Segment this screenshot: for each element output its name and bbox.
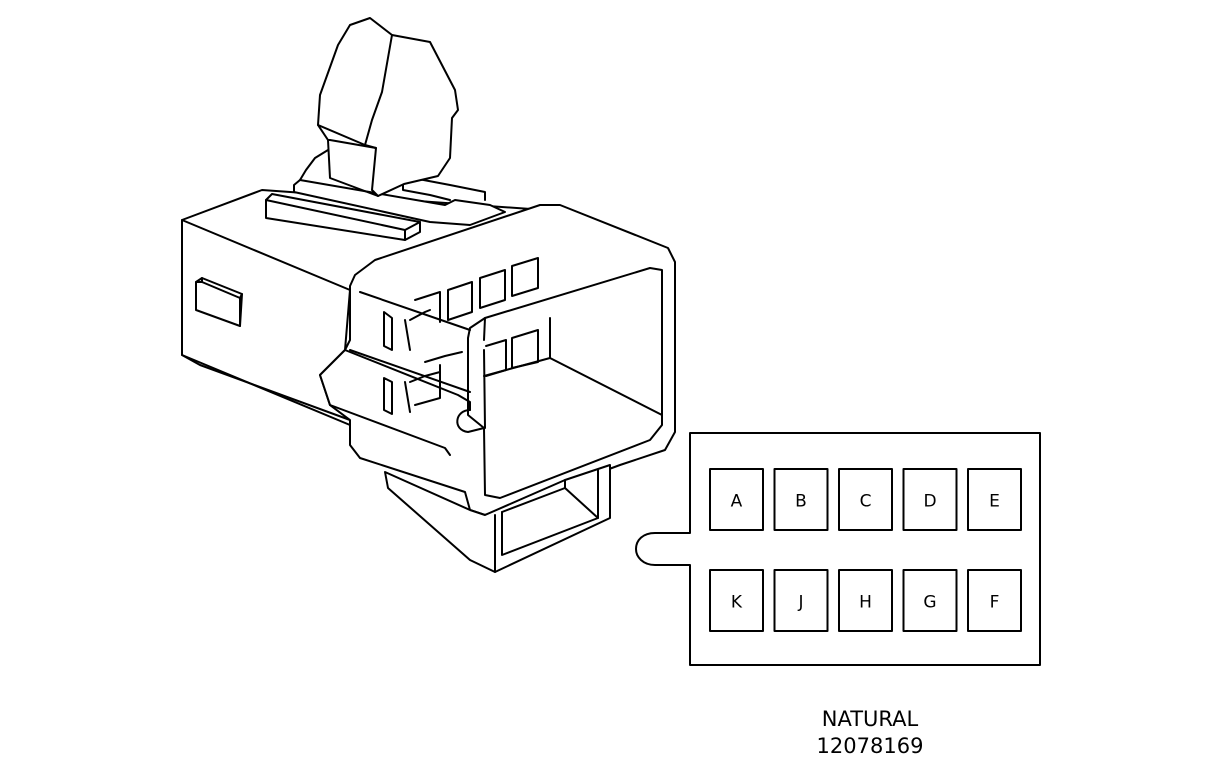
terminal-cavity-h: H bbox=[838, 569, 893, 632]
terminal-label: K bbox=[731, 593, 743, 613]
terminal-label: B bbox=[795, 492, 807, 512]
terminal-cavity-box bbox=[902, 468, 958, 531]
terminal-cavity-b: B bbox=[773, 468, 829, 531]
terminal-label: F bbox=[990, 593, 1000, 613]
terminal-cavity-f: F bbox=[967, 569, 1022, 632]
terminal-label: G bbox=[923, 593, 936, 613]
terminal-cavity-d: D bbox=[902, 468, 958, 531]
lower-latch-housing bbox=[384, 464, 611, 573]
terminal-cavity-box bbox=[838, 468, 893, 531]
release-lever bbox=[299, 17, 459, 197]
terminal-cavity-box bbox=[967, 468, 1022, 531]
terminal-label: A bbox=[731, 492, 743, 512]
terminal-cavity-g: G bbox=[902, 569, 958, 632]
connector-part-number: 12078169 bbox=[816, 734, 924, 758]
terminal-cavity-box bbox=[709, 569, 764, 632]
connector-color-label: NATURAL bbox=[821, 707, 919, 731]
terminal-cavity-c: C bbox=[838, 468, 893, 531]
connector-isometric-view bbox=[181, 17, 676, 573]
terminal-cavity-box bbox=[902, 569, 958, 632]
side-latch-tab bbox=[195, 277, 243, 327]
terminal-cavity-box bbox=[773, 468, 829, 531]
terminal-label: H bbox=[859, 593, 872, 613]
terminal-cavity-box bbox=[838, 569, 893, 632]
terminal-label: J bbox=[797, 593, 803, 613]
terminal-cavity-box bbox=[967, 569, 1022, 632]
terminal-cavity-box bbox=[709, 468, 764, 531]
cavity-windows bbox=[383, 257, 539, 415]
terminal-face-view: A B C D E K J H G F bbox=[635, 432, 1041, 666]
terminal-label: C bbox=[860, 492, 872, 512]
terminal-label: E bbox=[989, 492, 1000, 512]
terminal-label: D bbox=[923, 492, 936, 512]
terminal-cavity-box bbox=[773, 569, 829, 632]
terminal-cavity-e: E bbox=[967, 468, 1022, 531]
front-shroud bbox=[319, 204, 676, 516]
terminal-cavity-j: J bbox=[773, 569, 829, 632]
terminal-cavity-k: K bbox=[709, 569, 764, 632]
pin-grid: A B C D E K J H G F bbox=[709, 468, 1022, 632]
terminal-cavity-a: A bbox=[709, 468, 764, 531]
